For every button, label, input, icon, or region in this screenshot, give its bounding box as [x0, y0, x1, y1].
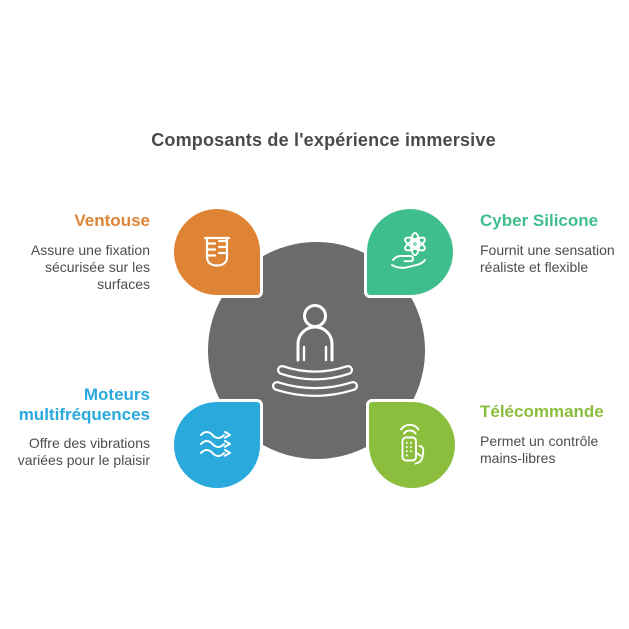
heading-line: Moteurs	[83, 385, 150, 404]
quadrant-text-telecommande: Télécommande Permet un contrôle mains-li…	[480, 402, 629, 467]
heading-line: Cyber Silicone	[480, 211, 599, 230]
quadrant-text-cyber-silicone: Cyber Silicone Fournit une sensation réa…	[480, 211, 629, 276]
bubble-moteurs-multifrequences	[171, 399, 263, 491]
quadrant-description: Offre des vibrations variées pour le pla…	[10, 435, 150, 469]
bubble-cyber-silicone	[364, 206, 456, 298]
heading-line: Ventouse	[74, 211, 150, 230]
bubble-ventouse	[171, 206, 263, 298]
atom-hand-icon	[387, 229, 433, 275]
description-line: Assure une fixation	[30, 241, 150, 258]
person-meditating-icon	[250, 294, 380, 424]
quadrant-heading: Télécommande	[480, 402, 629, 422]
page-title: Composants de l'expérience immersive	[151, 130, 496, 150]
remote-control-icon	[389, 422, 435, 468]
description-line: surfaces	[97, 275, 150, 292]
quadrant-heading: Moteurs multifréquences	[10, 385, 150, 424]
heading-line: multifréquences	[18, 404, 150, 424]
quadrant-heading: Ventouse	[10, 211, 150, 231]
quadrant-heading: Cyber Silicone	[480, 211, 629, 231]
description-line: réaliste et flexible	[480, 258, 589, 275]
bubble-telecommande	[366, 399, 458, 491]
description-line: Fournit une sensation	[480, 241, 615, 258]
description-line: mains-libres	[480, 449, 556, 466]
heading-line: Télécommande	[480, 402, 604, 421]
quadrant-description: Permet un contrôle mains-libres	[480, 433, 629, 467]
suction-cup-icon	[194, 229, 240, 275]
description-line: sécurisée sur les	[44, 258, 150, 275]
quadrant-description: Assure une fixation sécurisée sur les su…	[10, 242, 150, 293]
description-line: Offre des vibrations	[28, 435, 150, 452]
quadrant-text-moteurs: Moteurs multifréquences Offre des vibrat…	[10, 385, 150, 469]
quadrant-text-ventouse: Ventouse Assure une fixation sécurisée s…	[10, 211, 150, 293]
vibration-waves-icon	[194, 422, 240, 468]
quadrant-description: Fournit une sensation réaliste et flexib…	[480, 242, 629, 276]
description-line: variées pour le plaisir	[17, 452, 150, 469]
description-line: Permet un contrôle	[480, 432, 599, 449]
